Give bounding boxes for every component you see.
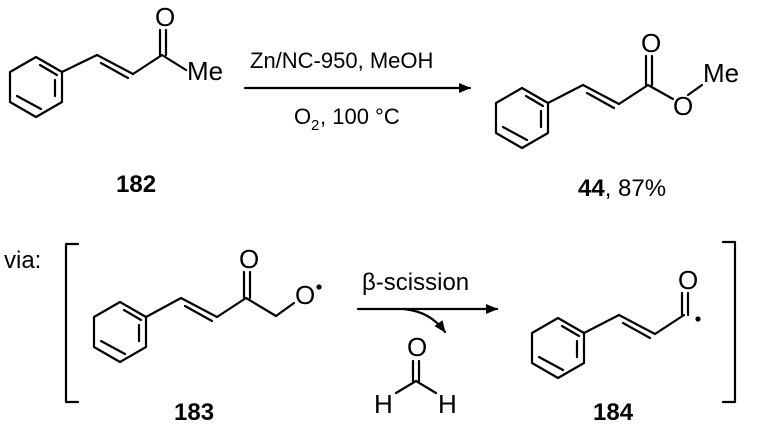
radical-dot-184 [695,316,701,322]
formaldehyde-byproduct: O H H [374,332,457,419]
compound-184-structure: O [530,265,701,380]
compound-183-structure: O O [92,244,322,364]
methyl-label-182: Me [187,56,223,86]
svg-text:O: O [294,104,311,129]
benzene-ring [8,55,64,119]
left-bracket [64,242,80,404]
right-bracket [721,240,737,404]
benzene-ring [92,300,148,364]
radical-dot-183 [316,284,322,290]
carbonyl-oxygen-183: O [239,244,259,274]
compound-label-182: 182 [116,171,156,198]
beta-scission-label: β-scission [362,269,469,296]
benzene-ring [530,316,586,380]
formaldehyde-hydrogen-left: H [374,389,393,419]
compound-label-44: 44, 87% [578,175,666,202]
reaction-conditions-bottom: O 2 , 100 °C [294,104,400,134]
via-label: via: [4,247,41,274]
byproduct-curved-arrow [402,307,447,334]
carbonyl-oxygen-44: O [641,28,661,58]
ester-oxygen-44: O [673,91,693,121]
formaldehyde-oxygen: O [407,332,427,362]
reaction-conditions-top: Zn/NC-950, MeOH [250,48,433,73]
compound-label-183: 183 [174,399,214,426]
alkoxy-radical-oxygen-183: O [295,280,315,310]
benzene-ring [494,86,550,150]
svg-text:, 100 °C: , 100 °C [320,104,400,129]
compound-44-structure: O O Me [494,28,739,150]
compound-182-structure: O Me [8,2,223,119]
acyl-oxygen-184: O [678,265,698,295]
svg-text:2: 2 [311,117,319,134]
carbonyl-oxygen-182: O [155,2,175,32]
formaldehyde-hydrogen-right: H [438,389,457,419]
compound-label-184: 184 [593,399,634,426]
methyl-label-44: Me [703,58,739,88]
